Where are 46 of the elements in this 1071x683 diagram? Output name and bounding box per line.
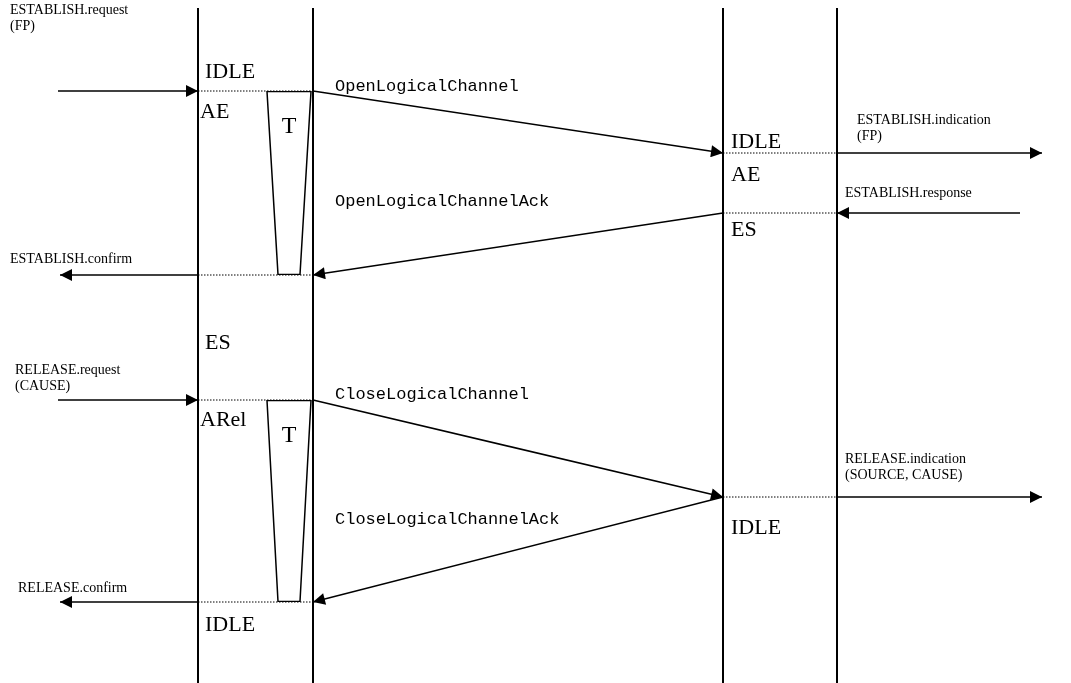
message-label: RELEASE.indication (SOURCE, CAUSE) — [845, 451, 967, 484]
message-label: OpenLogicalChannel — [335, 77, 519, 97]
message-arrow — [59, 596, 199, 608]
lifeline — [722, 8, 724, 683]
timer-trapezoid — [266, 91, 312, 275]
state-boundary-line — [197, 399, 314, 401]
message-arrow — [312, 399, 724, 501]
state-label: ARel — [200, 408, 247, 430]
state-boundary-line — [722, 212, 838, 214]
state-label: IDLE — [205, 60, 256, 82]
lifeline — [197, 8, 199, 683]
timer-label: T — [280, 422, 298, 446]
state-label: AE — [731, 163, 761, 185]
state-label: IDLE — [731, 130, 782, 152]
message-arrow — [836, 207, 1021, 219]
message-label: ESTABLISH.indication (FP) — [857, 112, 992, 145]
state-label: ES — [731, 218, 757, 240]
timer-trapezoid — [266, 400, 312, 602]
message-arrow — [57, 394, 199, 406]
state-boundary-line — [197, 601, 314, 603]
message-label: ESTABLISH.request (FP) — [10, 2, 130, 35]
state-label: IDLE — [205, 613, 256, 635]
message-arrow — [59, 269, 199, 281]
message-label: ESTABLISH.confirm — [10, 251, 134, 268]
state-boundary-line — [722, 496, 838, 498]
message-label: CloseLogicalChannelAck — [335, 510, 560, 530]
message-label: RELEASE.request (CAUSE) — [15, 362, 122, 395]
timer-label: T — [280, 113, 298, 137]
state-boundary-line — [722, 152, 838, 154]
state-label: IDLE — [731, 516, 782, 538]
message-label: RELEASE.confirm — [18, 580, 129, 597]
message-arrow — [312, 496, 724, 605]
lifeline — [312, 8, 314, 683]
state-label: ES — [205, 331, 231, 353]
message-label: OpenLogicalChannelAck — [335, 192, 550, 212]
lifeline — [836, 8, 838, 683]
message-arrow — [57, 85, 199, 97]
message-arrow — [312, 90, 724, 158]
message-label: ESTABLISH.response — [845, 185, 973, 202]
state-boundary-line — [197, 90, 314, 92]
message-label: CloseLogicalChannel — [335, 385, 529, 405]
message-arrow — [836, 491, 1043, 503]
message-arrow — [836, 147, 1043, 159]
state-label: AE — [200, 100, 230, 122]
state-boundary-line — [197, 274, 314, 276]
message-arrow — [312, 212, 724, 280]
